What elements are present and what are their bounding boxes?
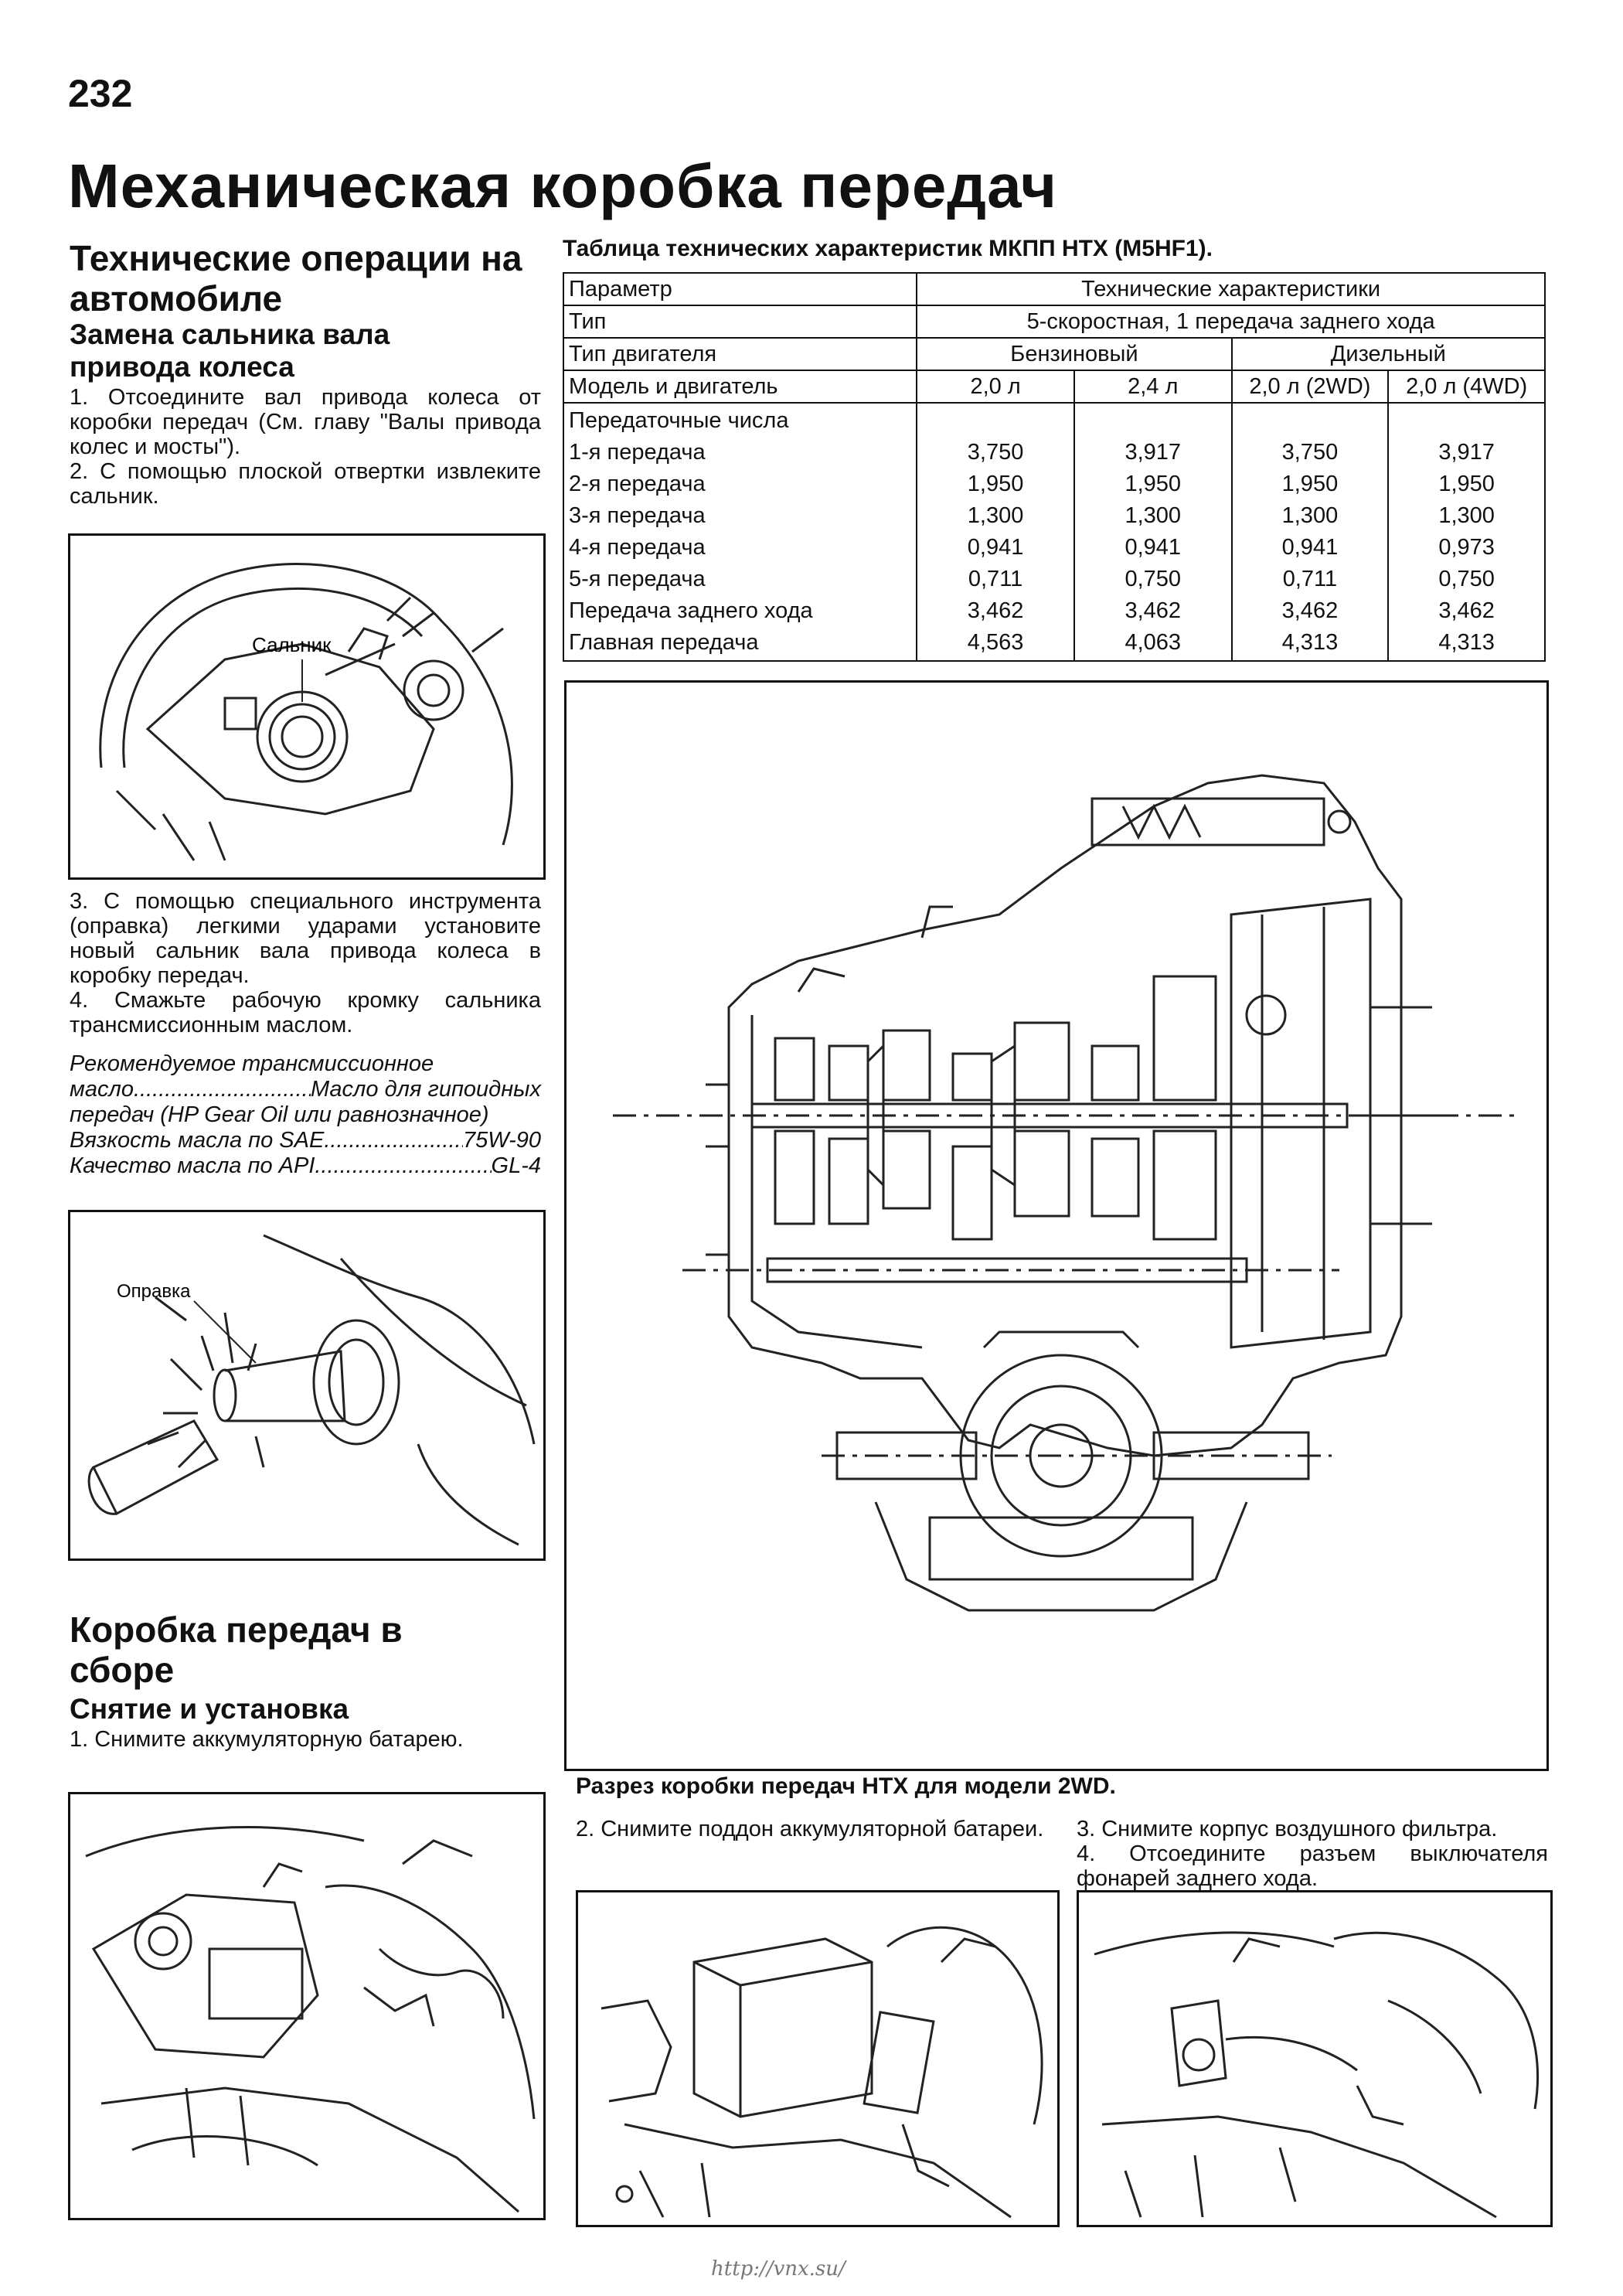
gearbox-cutaway-illustration <box>613 774 1517 1612</box>
table-row: Параметр Технические характеристики <box>562 272 1546 306</box>
step-text: 1. Отсоедините вал привода колеса от кор… <box>70 385 541 459</box>
step-text: 4. Отсоедините разъем выключателя фонаре… <box>1077 1841 1548 1891</box>
engine-bay-illustration <box>85 1826 536 2213</box>
subsection-heading-2: Снятие и установка <box>70 1693 349 1725</box>
table-cell-values: 3,750 1,950 1,300 0,941 0,711 3,462 4,31… <box>1230 402 1390 662</box>
mandrel-figure: Оправка <box>68 1210 546 1561</box>
step-text: 3. С помощью специального инструмента (о… <box>70 889 541 988</box>
step-text: 1. Снимите аккумуляторную батарею. <box>70 1727 464 1752</box>
battery-tray-figure <box>576 1890 1060 2227</box>
section-heading-2: Коробка передач в сборе <box>70 1610 403 1690</box>
battery-figure <box>68 1792 546 2220</box>
table-cell-labels: Передаточные числа 1-я передача 2-я пере… <box>562 402 918 662</box>
spec-table: Параметр Технические характеристики Тип … <box>562 272 1546 662</box>
oil-row-cont: передач (HP Gear Oil или равнозначное) <box>70 1102 489 1127</box>
mandrel-label: Оправка <box>117 1281 191 1302</box>
table-cell: Бензиновый <box>916 337 1233 371</box>
cutaway-caption: Разрез коробки передач HTX для модели 2W… <box>576 1773 1116 1799</box>
seal-figure: Сальник <box>68 533 546 880</box>
step-text: 4. Смажьте рабочую кромку сальника транс… <box>70 988 541 1037</box>
table-cell: Модель и двигатель <box>562 370 918 404</box>
table-cell: Дизельный <box>1230 337 1546 371</box>
table-row: Передаточные числа 1-я передача 2-я пере… <box>562 402 1546 662</box>
step-text: 2. С помощью плоской отвертки извлеките … <box>70 459 541 509</box>
table-cell: 5-скоростная, 1 передача заднего хода <box>916 305 1546 339</box>
table-cell-values: 3,917 1,950 1,300 0,941 0,750 3,462 4,06… <box>1073 402 1233 662</box>
table-cell: 2,0 л (2WD) <box>1230 370 1390 404</box>
table-header: Технические характеристики <box>916 272 1546 306</box>
seal-label: Сальник <box>252 633 332 656</box>
table-cell: 2,0 л (4WD) <box>1387 370 1546 404</box>
page-title: Механическая коробка передач <box>68 152 1058 220</box>
oil-intro: Рекомендуемое трансмиссионное <box>70 1051 434 1076</box>
table-row: Тип 5-скоростная, 1 передача заднего ход… <box>562 305 1546 339</box>
table-cell: 2,4 л <box>1073 370 1233 404</box>
battery-tray-illustration <box>601 1926 1043 2219</box>
table-row: Тип двигателя Бензиновый Дизельный <box>562 337 1546 371</box>
seal-illustration: Сальник <box>99 563 513 861</box>
air-filter-figure <box>1077 1890 1553 2227</box>
table-cell: Тип двигателя <box>562 337 918 371</box>
mandrel-illustration: Оправка <box>87 1234 536 1546</box>
table-caption: Таблица технических характеристик МКПП H… <box>563 236 1213 261</box>
footer-url: http://vnx.su/ <box>711 2257 846 2281</box>
table-cell-values: 3,917 1,950 1,300 0,973 0,750 3,462 4,31… <box>1387 402 1546 662</box>
spec-table-grid: Параметр Технические характеристики Тип … <box>562 272 1546 662</box>
oil-row: Вязкость масла по SAE75W-90 <box>70 1128 541 1153</box>
gearbox-cutaway-figure <box>564 680 1549 1771</box>
page-number: 232 <box>68 72 133 115</box>
table-header: Параметр <box>562 272 918 306</box>
step-text: 2. Снимите поддон аккумуляторной батареи… <box>576 1817 1044 1841</box>
oil-row: Качество масла по APIGL-4 <box>70 1153 541 1179</box>
table-cell-values: 3,750 1,950 1,300 0,941 0,711 3,462 4,56… <box>916 402 1075 662</box>
table-row: Модель и двигатель 2,0 л 2,4 л 2,0 л (2W… <box>562 370 1546 404</box>
oil-spec: Рекомендуемое трансмиссионное маслоМасло… <box>70 1051 541 1179</box>
oil-row: маслоМасло для гипоидных <box>70 1077 541 1102</box>
steps-block-b: 3. С помощью специального инструмента (о… <box>70 889 541 1037</box>
table-cell: Тип <box>562 305 918 339</box>
table-cell: 2,0 л <box>916 370 1075 404</box>
subsection-heading: Замена сальника вала привода колеса <box>70 319 390 383</box>
air-filter-illustration <box>1094 1931 1539 2219</box>
step-text: 3. Снимите корпус воздушного фильтра. <box>1077 1817 1498 1841</box>
section-heading: Технические операции на автомобиле <box>70 238 522 319</box>
steps-block-a: 1. Отсоедините вал привода колеса от кор… <box>70 385 541 509</box>
steps-block-c: 3. Снимите корпус воздушного фильтра. 4.… <box>1077 1817 1548 1891</box>
